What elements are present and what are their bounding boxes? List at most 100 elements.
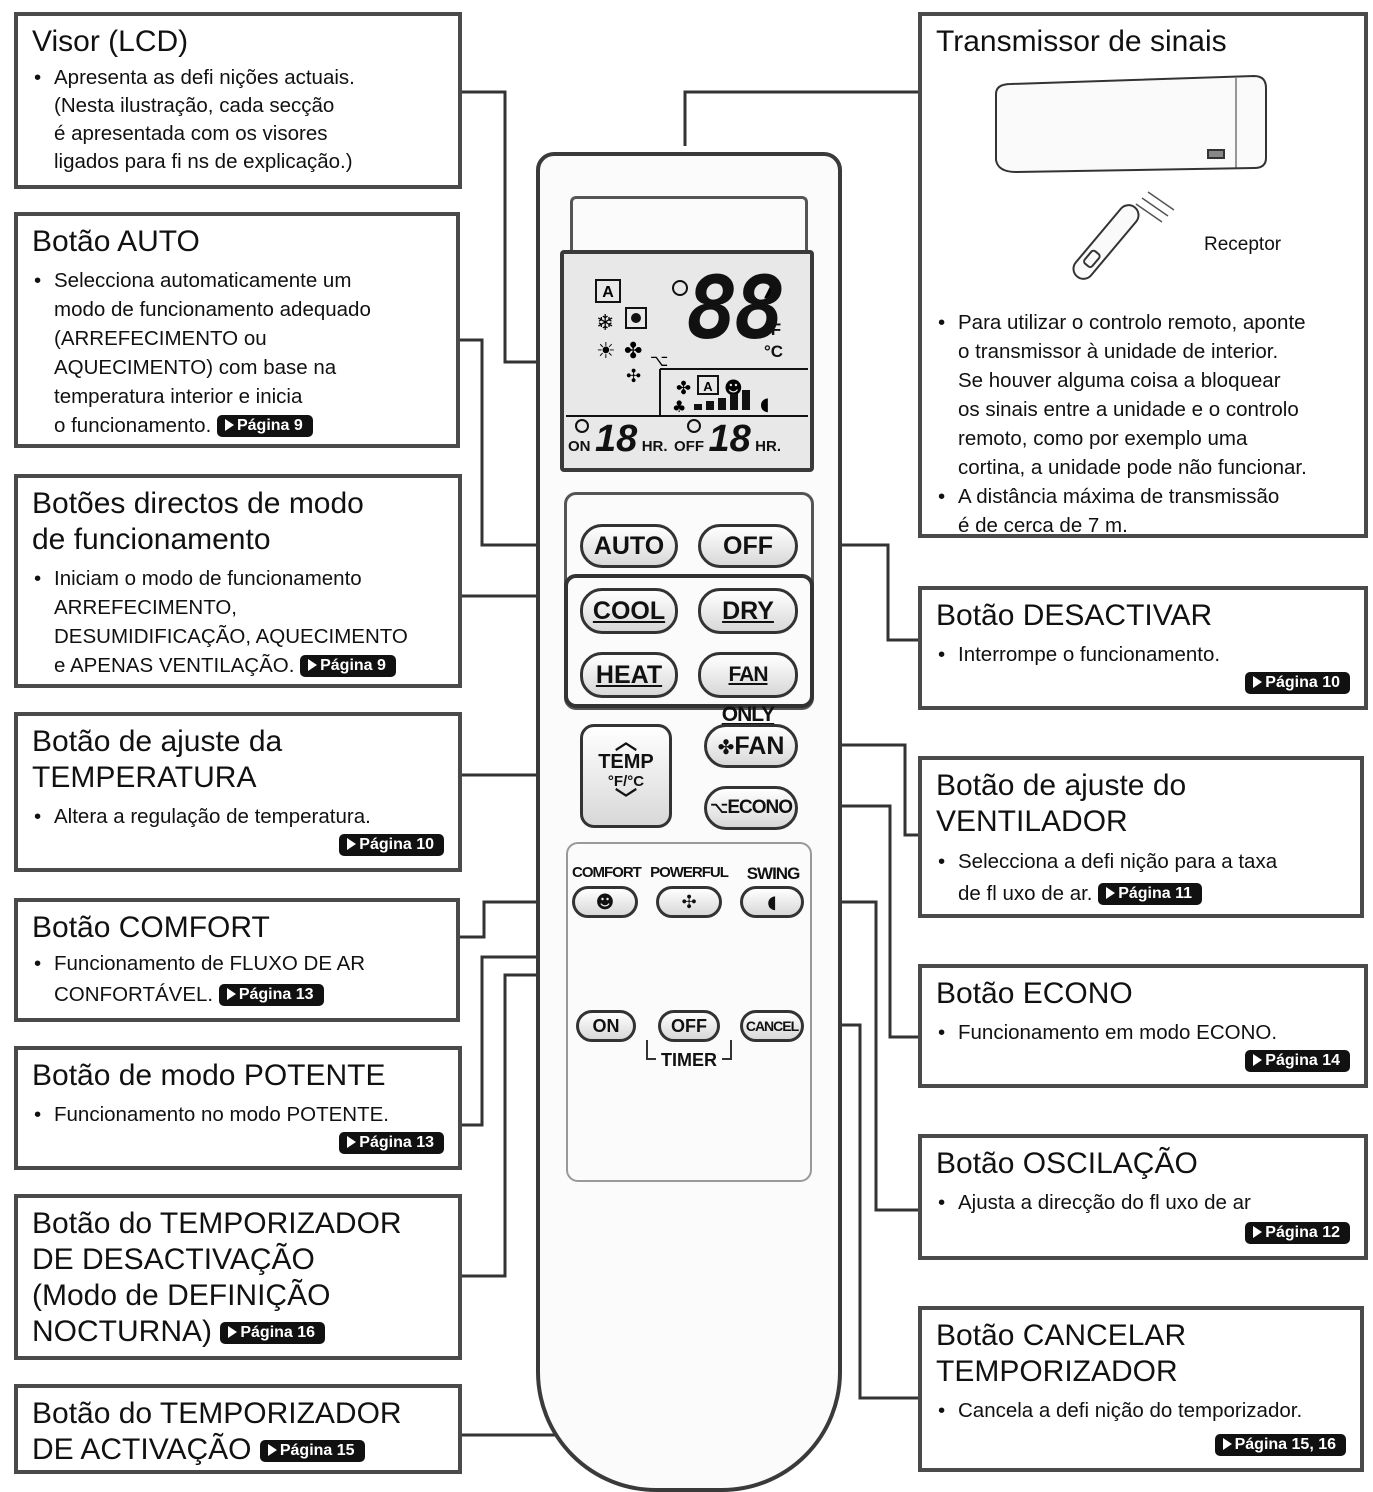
box-cancelar-page-ref[interactable]: Página 15, 16 (1214, 1434, 1346, 1456)
box-transmitter-line-8: é de cerca de 7 m. (958, 514, 1128, 537)
box-auto-line-4: AQUECIMENTO) com base na (54, 356, 337, 379)
cool-button[interactable]: COOL (580, 588, 678, 634)
box-desactivar: Botão DESACTIVAR Interrompe o funcioname… (918, 586, 1368, 710)
tree-icon: ♣ (672, 397, 686, 416)
lcd-off-time: 18 (708, 418, 751, 460)
box-cancelar: Botão CANCELAR TEMPORIZADOR Cancela a de… (918, 1306, 1364, 1472)
cancel-button[interactable]: CANCEL (740, 1010, 804, 1042)
lcd-display: A ❄ ☀ ✤ ✣ ▲ ⌥ ✤ A ☻ ♣ ◖ 88 °F °C ON 18 H… (560, 250, 814, 472)
box-comfort: Botão COMFORT Funcionamento de FLUXO DE … (14, 898, 460, 1022)
fan-only-button[interactable]: FAN ONLY (698, 652, 798, 726)
fan-speed-auto-icon: A (703, 379, 713, 394)
econo-label: ECONO (727, 797, 793, 818)
swing-button[interactable]: ◖ (740, 886, 804, 918)
dry-button[interactable]: DRY (698, 588, 798, 634)
lcd-on-time: 18 (594, 418, 638, 460)
box-comfort-line-1: Funcionamento de FLUXO DE AR (54, 952, 366, 975)
leader-comfort (460, 900, 570, 939)
fan-label: FAN (734, 732, 785, 760)
box-temperature: Botão de ajuste da TEMPERATURA Altera a … (14, 712, 462, 872)
heat-button[interactable]: HEAT (580, 652, 678, 698)
clock-off-icon (687, 419, 701, 433)
box-direct-text: Iniciam o modo de funcionamento ARREFECI… (32, 564, 444, 680)
box-direct-line-3: DESUMIDIFICAÇÃO, AQUECIMENTO (54, 625, 408, 648)
box-auto-title: Botão AUTO (32, 225, 200, 258)
box-direct-modes: Botões directos de modo de funcionamento… (14, 474, 462, 688)
lcd-timer-row: ON 18 HR. OFF 18 HR. (568, 420, 781, 458)
box-ventilador-line-2: de fl uxo de ar. (958, 882, 1093, 905)
clock-on-icon (575, 419, 589, 433)
box-timer-off: Botão do TEMPORIZADOR DE DESACTIVAÇÃO (M… (14, 1194, 462, 1360)
box-transmitter-title: Transmissor de sinais (936, 25, 1227, 58)
box-auto-page-ref[interactable]: Página 9 (216, 415, 313, 437)
box-timeroff-line-2: DE DESACTIVAÇÃO (32, 1243, 315, 1276)
fan-button[interactable]: ✤FAN (704, 724, 798, 768)
box-transmitter-line-7: A distância máxima de transmissão (958, 485, 1280, 508)
box-ventilador-page-ref[interactable]: Página 11 (1098, 883, 1203, 905)
box-potente-page-ref[interactable]: Página 13 (339, 1132, 444, 1154)
box-timeroff-line-1: Botão do TEMPORIZADOR (32, 1207, 402, 1240)
powerful-button[interactable]: ✣ (656, 886, 722, 918)
box-oscilacao-page-ref[interactable]: Página 12 (1245, 1222, 1350, 1244)
temp-button[interactable]: ︿ TEMP °F/°C ﹀ (580, 724, 672, 828)
chevron-down-icon: ﹀ (614, 787, 637, 812)
box-timeroff-line-4-wrap: NOCTURNA) Página 16 (32, 1314, 444, 1350)
box-potente: Botão de modo POTENTE Funcionamento no m… (14, 1046, 462, 1170)
box-comfort-text: Funcionamento de FLUXO DE AR CONFORTÁVEL… (32, 948, 442, 1010)
lcd-unit-f: °F (764, 320, 782, 339)
swing-icon: ◖ (760, 394, 769, 415)
box-direct-line-2: ARREFECIMENTO, (54, 596, 237, 619)
sun-icon: ☀ (596, 339, 616, 364)
lower-button-panel (566, 842, 812, 1182)
box-timeroff-line-3: (Modo de DEFINIÇÃO (32, 1279, 331, 1312)
box-comfort-page-ref[interactable]: Página 13 (218, 984, 324, 1006)
box-ventilador-text: Selecciona a defi nição para a taxa de f… (936, 846, 1346, 910)
lcd-off-label: OFF (673, 438, 704, 455)
box-temp-page-ref[interactable]: Página 10 (339, 834, 444, 856)
box-auto-line-1: Selecciona automaticamente um (54, 269, 352, 292)
box-auto-line-2: modo de funcionamento adequado (54, 298, 371, 321)
box-ventilador: Botão de ajuste do VENTILADOR Selecciona… (918, 756, 1364, 918)
box-desactivar-line-1: Interrompe o funcionamento. (936, 640, 1350, 669)
box-direct-page-ref[interactable]: Página 9 (300, 655, 396, 677)
box-timeroff-line-4: NOCTURNA) (32, 1315, 212, 1348)
box-timeron-line-2: DE ACTIVAÇÃO (32, 1433, 252, 1466)
leader-ventilador (806, 743, 918, 837)
box-temp-title-2: TEMPERATURA (32, 761, 257, 794)
box-transmitter-line-1: Para utilizar o controlo remoto, aponte (958, 311, 1306, 334)
powerful-icon-button: ✣ (681, 892, 697, 913)
off-button[interactable]: OFF (698, 524, 798, 568)
econo-button[interactable]: ⌥ECONO (704, 786, 798, 830)
box-transmitter-line-6: cortina, a unidade pode não funcionar. (958, 456, 1307, 479)
box-visor-line-2: (Nesta ilustração, cada secção (54, 94, 335, 117)
chevron-up-icon: ︿ (614, 729, 637, 754)
remote-window (570, 196, 808, 256)
mode-button-panel (564, 574, 814, 708)
timer-on-button[interactable]: ON (576, 1010, 636, 1042)
fan-icon: ✤ (624, 339, 642, 364)
box-auto: Botão AUTO Selecciona automaticamente um… (14, 212, 460, 448)
box-direct-line-1: Iniciam o modo de funcionamento (54, 567, 362, 590)
auto-button[interactable]: AUTO (580, 524, 678, 568)
lcd-hr-2: HR. (755, 438, 782, 455)
box-direct-line-4: e APENAS VENTILAÇÃO. (54, 654, 295, 677)
leader-econo (806, 804, 918, 1039)
box-desactivar-title: Botão DESACTIVAR (936, 599, 1213, 632)
box-direct-title-1: Botões directos de modo (32, 487, 364, 520)
box-desactivar-page-ref[interactable]: Página 10 (1245, 672, 1350, 694)
powerful-label: POWERFUL (650, 864, 729, 881)
box-timeron-page-ref[interactable]: Página 15 (259, 1440, 365, 1462)
swing-icon-button: ◖ (767, 892, 777, 913)
box-transmitter-text-2: A distância máxima de transmissão é de c… (936, 482, 1307, 540)
box-transmitter-line-3: Se houver alguma coisa a bloquear (958, 369, 1281, 392)
leader-auto (460, 338, 576, 547)
box-timeroff-page-ref[interactable]: Página 16 (220, 1322, 326, 1344)
box-timeron-line-2-wrap: DE ACTIVAÇÃO Página 15 (32, 1432, 444, 1468)
box-visor: Visor (LCD) Apresenta as defi nições act… (14, 12, 462, 189)
box-potente-line-1: Funcionamento no modo POTENTE. (32, 1100, 444, 1129)
box-temp-line-1: Altera a regulação de temperatura. (32, 802, 444, 831)
box-visor-title: Visor (LCD) (32, 25, 189, 58)
comfort-button[interactable]: ☻ (572, 886, 638, 918)
timer-off-button[interactable]: OFF (658, 1010, 720, 1042)
box-econo-page-ref[interactable]: Página 14 (1245, 1050, 1350, 1072)
